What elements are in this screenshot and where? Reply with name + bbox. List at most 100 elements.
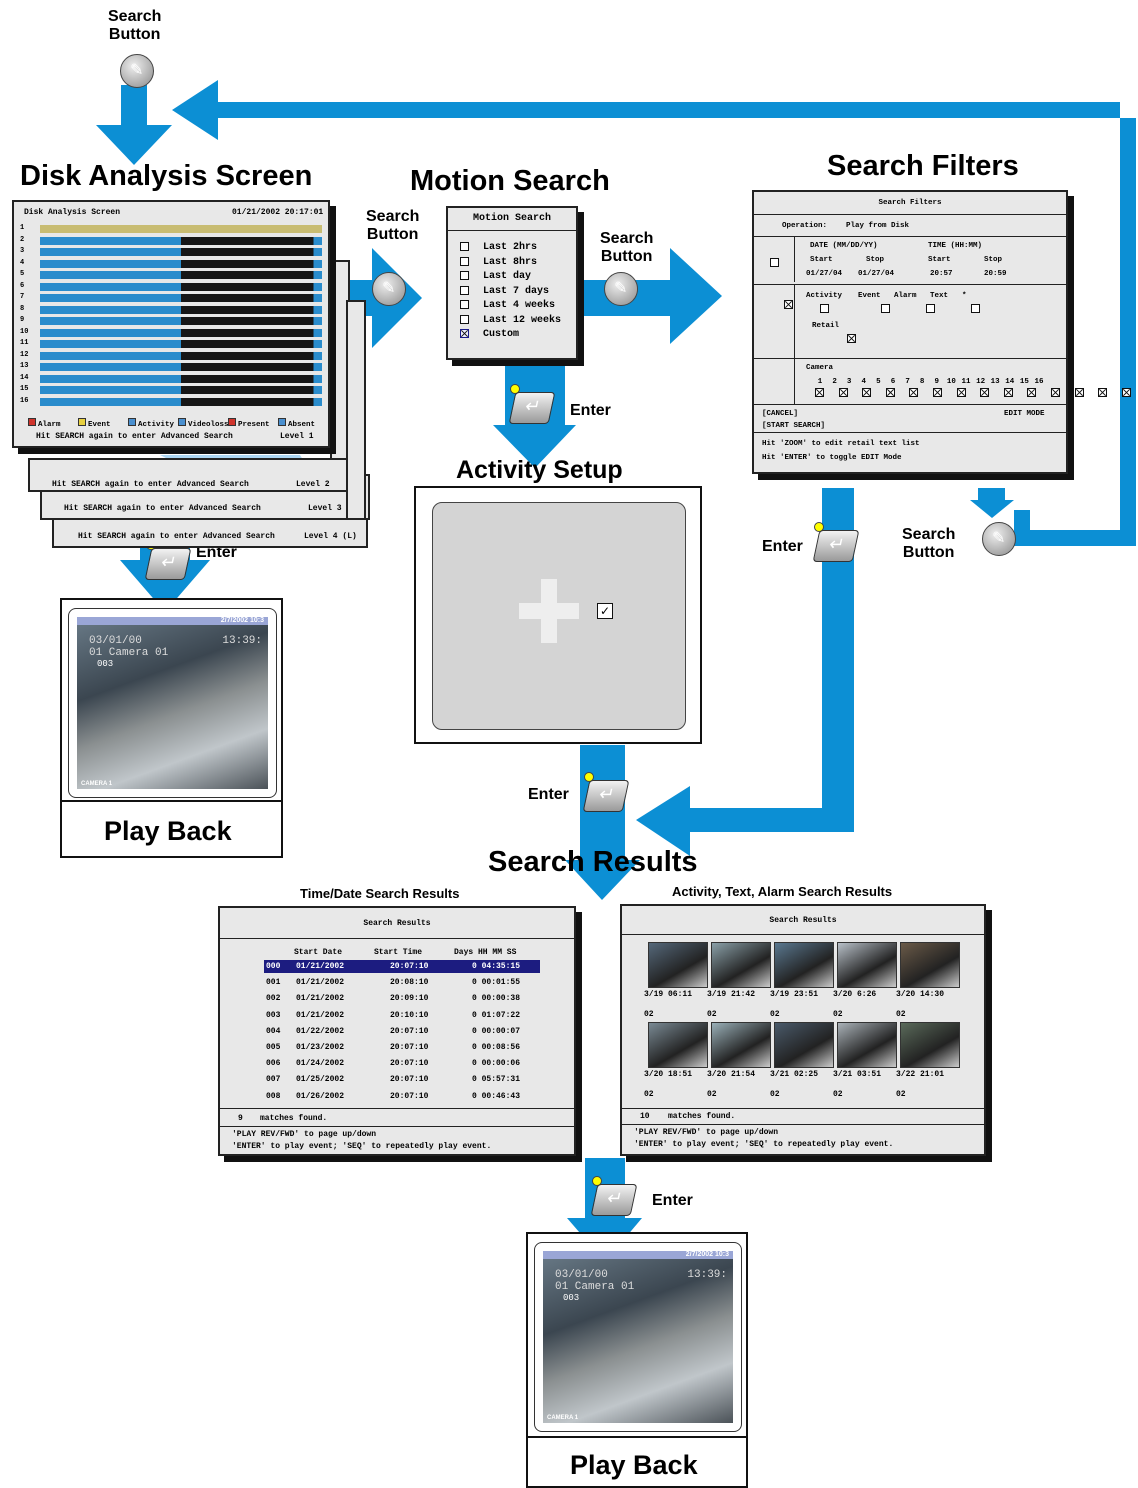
motion-option-checkbox[interactable] — [460, 314, 469, 324]
enter-button-icon[interactable] — [590, 1184, 638, 1216]
camera-checkbox[interactable] — [956, 388, 966, 397]
motion-option[interactable]: Custom — [460, 329, 519, 340]
search-button-icon[interactable] — [372, 272, 406, 306]
motion-option-checkbox[interactable] — [460, 329, 469, 338]
thumbnail-image[interactable] — [900, 1022, 960, 1068]
table-cell: 0 00:46:43 — [472, 1091, 521, 1101]
date-start[interactable]: 01/27/04 — [806, 270, 843, 278]
time-stop[interactable]: 20:59 — [984, 270, 1007, 278]
thumbnail-image[interactable] — [711, 1022, 771, 1068]
activity-filter-checkbox[interactable] — [783, 300, 793, 309]
camera-checkbox[interactable] — [1027, 388, 1037, 397]
filter-type-checkbox[interactable] — [820, 304, 829, 313]
operation-value[interactable]: Play from Disk — [846, 222, 910, 230]
camera-checkbox[interactable] — [1098, 388, 1108, 397]
motion-option[interactable]: Last 7 days — [460, 285, 549, 297]
filter-type-checkbox[interactable] — [881, 304, 890, 313]
disk-row-label: 1 — [20, 224, 25, 232]
start-search-button[interactable]: [START SEARCH] — [762, 422, 826, 430]
camera-checkbox[interactable] — [1121, 388, 1131, 397]
search-button-icon[interactable] — [604, 272, 638, 306]
motion-option-checkbox[interactable] — [460, 242, 469, 251]
table-cell: 0 00:01:55 — [472, 978, 521, 988]
activity-setup-canvas[interactable]: ✓ — [432, 502, 686, 730]
disk-row-label: 8 — [20, 304, 25, 313]
camera-checkbox[interactable] — [909, 388, 919, 397]
camera-checkbox[interactable] — [838, 388, 848, 397]
retail-checkbox[interactable] — [847, 334, 857, 343]
motion-option-label: Last 2hrs — [483, 242, 538, 254]
legend-swatch — [178, 418, 186, 426]
motion-option[interactable]: Last 8hrs — [460, 256, 537, 268]
cancel-button[interactable]: [CANCEL] — [762, 410, 799, 418]
playback-osd-date: 03/01/00 — [555, 1269, 608, 1281]
motion-option[interactable]: Last 4 weeks — [460, 300, 555, 311]
thumbnail-image[interactable] — [711, 942, 771, 988]
enter-button-icon[interactable] — [812, 530, 860, 562]
legend-swatch — [278, 418, 286, 426]
camera-checkbox[interactable] — [885, 388, 895, 397]
date-filter-checkbox[interactable] — [770, 258, 779, 267]
table-cell: 01/23/2002 — [296, 1043, 345, 1052]
disk-row: 4 — [20, 259, 322, 269]
disk-row-bar — [40, 397, 322, 406]
disk-row-label: 5 — [20, 270, 25, 278]
thumbnail-image[interactable] — [900, 942, 960, 988]
thumbnail-image[interactable] — [837, 1022, 897, 1068]
time-start-label: Start — [928, 256, 951, 264]
camera-checkbox[interactable] — [1003, 388, 1013, 397]
camera-checkbox[interactable] — [815, 388, 824, 397]
motion-option-checkbox[interactable] — [460, 285, 469, 295]
playback-osd-time: 13:39: — [687, 1269, 727, 1281]
thumbnail-image[interactable] — [648, 942, 708, 988]
enter-button-icon[interactable] — [144, 548, 192, 580]
camera-checkbox[interactable] — [1051, 388, 1060, 397]
disk-analysis-heading: Disk Analysis Screen — [20, 160, 313, 192]
thumbnail-time: 3/21 02:25 — [770, 1070, 819, 1079]
camera-checkbox[interactable] — [862, 388, 872, 397]
table-cell: 01/21/2002 — [296, 1010, 345, 1020]
thumbnail-image[interactable] — [837, 942, 897, 988]
search-button-icon[interactable] — [982, 522, 1016, 556]
camera-number: 6 — [890, 378, 896, 386]
camera-checkbox[interactable] — [980, 388, 990, 397]
table-cell: 007 — [266, 1075, 281, 1085]
thumbnail-camera: 02 — [707, 1010, 717, 1019]
time-start[interactable]: 20:57 — [930, 270, 953, 278]
activity-results-heading: Activity, Text, Alarm Search Results — [672, 884, 893, 899]
date-stop[interactable]: 01/27/04 — [858, 270, 895, 278]
motion-option-checkbox[interactable] — [460, 256, 469, 266]
table-cell: 20:09:10 — [390, 994, 429, 1004]
motion-option[interactable]: Last day — [460, 271, 531, 282]
thumbnail-image[interactable] — [774, 942, 834, 988]
motion-option[interactable]: Last 2hrs — [460, 242, 537, 253]
enter-button-icon[interactable] — [508, 392, 556, 424]
filter-type-checkbox[interactable] — [926, 304, 935, 313]
enter-label: Enter — [652, 1192, 693, 1209]
filter-type-checkbox[interactable] — [971, 304, 980, 313]
camera-checkbox[interactable] — [1074, 388, 1084, 397]
thumbnail-image[interactable] — [648, 1022, 708, 1068]
check-icon[interactable]: ✓ — [597, 603, 613, 619]
camera-checkbox[interactable] — [933, 388, 942, 397]
motion-option[interactable]: Last 12 weeks — [460, 314, 561, 326]
playback-panel-2: 2/7/2002 10:3 03/01/00 13:39: 01 Camera … — [526, 1232, 748, 1488]
search-button-icon[interactable] — [120, 54, 154, 88]
thumbnail-camera: 02 — [896, 1010, 906, 1019]
thumbnail-image[interactable] — [774, 1022, 834, 1068]
motion-option-checkbox[interactable] — [460, 300, 469, 309]
disk-row-label: 16 — [20, 396, 29, 405]
table-cell: 0 04:35:15 — [472, 962, 521, 971]
enter-button-icon[interactable] — [582, 780, 630, 812]
motion-option-checkbox[interactable] — [460, 271, 469, 280]
